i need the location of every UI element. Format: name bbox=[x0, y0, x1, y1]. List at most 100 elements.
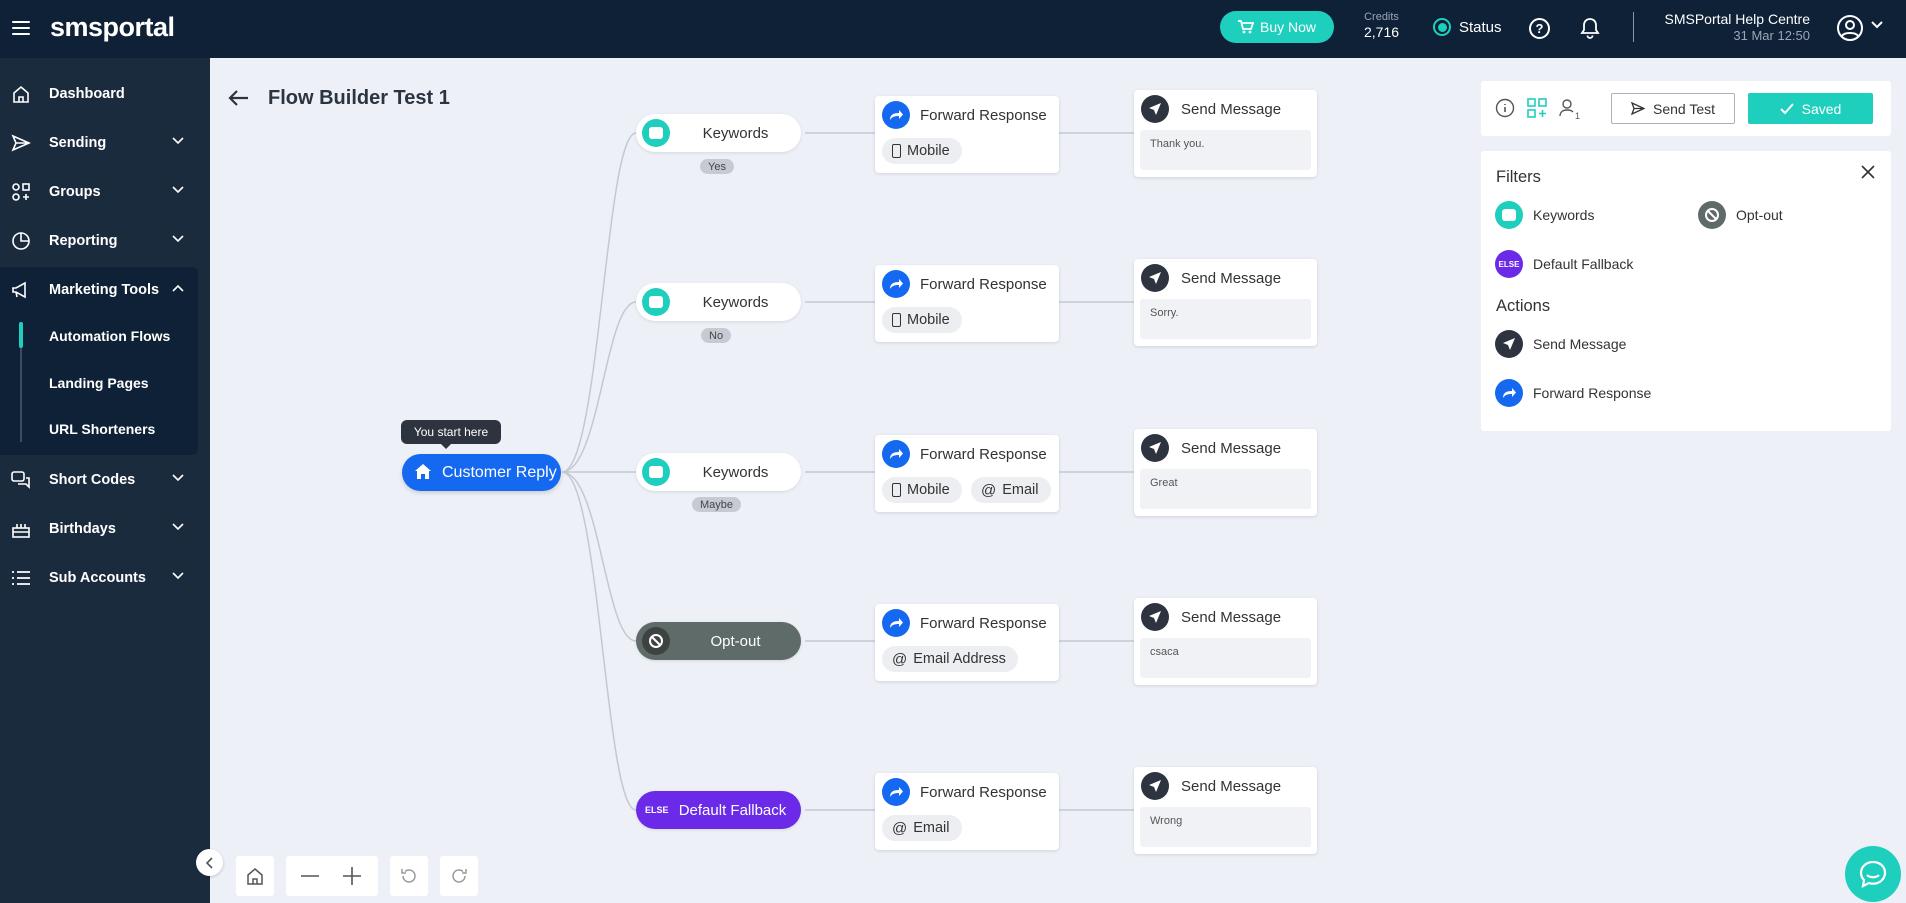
undo-button[interactable] bbox=[390, 856, 428, 896]
send-title: Send Message bbox=[1181, 101, 1282, 118]
list-icon bbox=[12, 571, 30, 585]
message-preview: Great bbox=[1140, 469, 1311, 509]
help-centre[interactable]: SMSPortal Help Centre 31 Mar 12:50 bbox=[1656, 11, 1810, 43]
zoom-controls bbox=[286, 856, 378, 896]
default-fallback-filter-item[interactable]: ELSE Default Fallback bbox=[1495, 250, 1633, 278]
close-icon[interactable] bbox=[1861, 165, 1875, 179]
forward-icon bbox=[882, 440, 910, 468]
send-message-card[interactable]: Send Message csaca bbox=[1134, 598, 1317, 685]
forward-response-card[interactable]: Forward Response Mobile @Email bbox=[875, 435, 1059, 512]
sidebar-item-label: Short Codes bbox=[49, 472, 136, 488]
sidebar-item-birthdays[interactable]: Birthdays bbox=[0, 509, 210, 549]
keywords-icon bbox=[1495, 201, 1523, 229]
sidebar-item-automation-flows[interactable]: Automation Flows bbox=[49, 328, 171, 344]
sidebar-item-landing-pages[interactable]: Landing Pages bbox=[49, 375, 149, 391]
email-address-pill: @Email Address bbox=[882, 646, 1018, 672]
live-chat-button[interactable] bbox=[1845, 846, 1901, 902]
mobile-pill: Mobile bbox=[882, 138, 962, 164]
opt-out-filter-node[interactable]: Opt-out bbox=[636, 622, 801, 660]
customer-reply-node[interactable]: Customer Reply bbox=[402, 454, 561, 491]
send-message-card[interactable]: Send Message Sorry. bbox=[1134, 259, 1317, 346]
keywords-filter-item[interactable]: Keywords bbox=[1495, 201, 1594, 229]
status-indicator[interactable]: Status bbox=[1433, 18, 1502, 36]
at-icon: @ bbox=[981, 481, 997, 499]
user-icon[interactable] bbox=[1559, 98, 1577, 118]
send-message-card[interactable]: Send Message Great bbox=[1134, 429, 1317, 516]
forward-icon bbox=[882, 609, 910, 637]
forward-response-action-item[interactable]: Forward Response bbox=[1495, 379, 1651, 407]
forward-icon bbox=[882, 778, 910, 806]
opt-out-filter-item[interactable]: Opt-out bbox=[1698, 201, 1783, 229]
user-avatar-icon[interactable] bbox=[1836, 14, 1864, 42]
components-icon[interactable] bbox=[1527, 98, 1547, 118]
at-icon: @ bbox=[892, 819, 908, 837]
keywords-filter-node[interactable]: Keywords bbox=[636, 114, 801, 152]
forward-response-card[interactable]: Forward Response Mobile bbox=[875, 265, 1059, 342]
message-preview: Sorry. bbox=[1140, 299, 1311, 339]
sidebar-item-groups[interactable]: Groups bbox=[0, 172, 210, 212]
email-pill: @Email bbox=[882, 815, 962, 841]
keywords-filter-node[interactable]: Keywords bbox=[636, 453, 801, 491]
sidebar-item-marketing-tools[interactable]: Marketing Tools bbox=[0, 270, 210, 310]
logo[interactable]: smsportal bbox=[50, 12, 175, 42]
bell-icon[interactable] bbox=[1580, 17, 1600, 39]
sidebar-item-dashboard[interactable]: Dashboard bbox=[0, 74, 210, 114]
zoom-in-icon[interactable] bbox=[343, 867, 361, 885]
collapse-sidebar-button[interactable] bbox=[196, 849, 223, 876]
send-message-card[interactable]: Send Message Thank you. bbox=[1134, 90, 1317, 177]
keywords-filter-node[interactable]: Keywords bbox=[636, 283, 801, 321]
keyword-tag: Yes bbox=[700, 159, 734, 174]
hamburger-menu-icon[interactable] bbox=[12, 21, 30, 35]
sidebar-item-short-codes[interactable]: Short Codes bbox=[0, 460, 210, 500]
pill-label: Mobile bbox=[907, 482, 950, 498]
submenu-line bbox=[20, 322, 22, 442]
forward-response-card[interactable]: Forward Response @Email bbox=[875, 773, 1059, 850]
top-bar: smsportal Buy Now Credits 2,716 Status ?… bbox=[0, 0, 1906, 58]
chevron-left-icon bbox=[205, 856, 213, 869]
block-icon bbox=[1698, 201, 1726, 229]
filters-heading: Filters bbox=[1496, 168, 1541, 186]
credits-value: 2,716 bbox=[1364, 24, 1400, 40]
back-arrow-icon[interactable] bbox=[228, 89, 250, 107]
send-test-label: Send Test bbox=[1652, 100, 1715, 117]
sidebar-item-reporting[interactable]: Reporting bbox=[0, 221, 210, 261]
mobile-icon bbox=[892, 483, 901, 497]
send-test-button[interactable]: Send Test bbox=[1611, 93, 1735, 124]
keywords-icon bbox=[642, 458, 670, 486]
send-message-action-item[interactable]: Send Message bbox=[1495, 330, 1626, 358]
pill-label: Mobile bbox=[907, 143, 950, 159]
chevron-down-icon[interactable] bbox=[1870, 20, 1884, 30]
home-icon bbox=[13, 85, 29, 103]
forward-title: Forward Response bbox=[920, 784, 1047, 801]
default-fallback-filter-node[interactable]: ELSE Default Fallback bbox=[636, 791, 801, 829]
sidebar-item-sending[interactable]: Sending bbox=[0, 123, 210, 163]
send-title: Send Message bbox=[1181, 778, 1282, 795]
page-title: Flow Builder Test 1 bbox=[268, 87, 450, 109]
buy-now-button[interactable]: Buy Now bbox=[1220, 11, 1334, 43]
forward-response-card[interactable]: Forward Response @Email Address bbox=[875, 604, 1059, 681]
header-date: 31 Mar 12:50 bbox=[1733, 28, 1810, 43]
flow-toolbar: 1 Send Test Saved bbox=[1481, 81, 1891, 136]
forward-response-card[interactable]: Forward Response Mobile bbox=[875, 96, 1059, 173]
saved-button[interactable]: Saved bbox=[1748, 93, 1873, 124]
else-badge: ELSE bbox=[645, 805, 669, 815]
info-icon[interactable] bbox=[1495, 98, 1515, 118]
redo-icon bbox=[452, 869, 467, 883]
mobile-pill: Mobile bbox=[882, 307, 962, 333]
sidebar-item-sub-accounts[interactable]: Sub Accounts bbox=[0, 558, 210, 598]
redo-button[interactable] bbox=[440, 856, 478, 896]
send-icon bbox=[11, 134, 31, 152]
sidebar-item-url-shorteners[interactable]: URL Shorteners bbox=[49, 421, 156, 437]
send-message-card[interactable]: Send Message Wrong bbox=[1134, 767, 1317, 854]
help-icon[interactable]: ? bbox=[1529, 18, 1550, 39]
sidebar-item-label: Sending bbox=[49, 135, 107, 151]
keyword-tag: No bbox=[701, 328, 732, 343]
paper-plane-icon bbox=[1495, 330, 1523, 358]
chevron-down-icon bbox=[172, 572, 184, 580]
keywords-icon bbox=[642, 119, 670, 147]
email-pill: @Email bbox=[971, 477, 1051, 503]
block-icon bbox=[642, 627, 670, 655]
zoom-out-icon[interactable] bbox=[301, 875, 319, 877]
saved-label: Saved bbox=[1801, 100, 1842, 117]
home-view-button[interactable] bbox=[236, 856, 274, 896]
